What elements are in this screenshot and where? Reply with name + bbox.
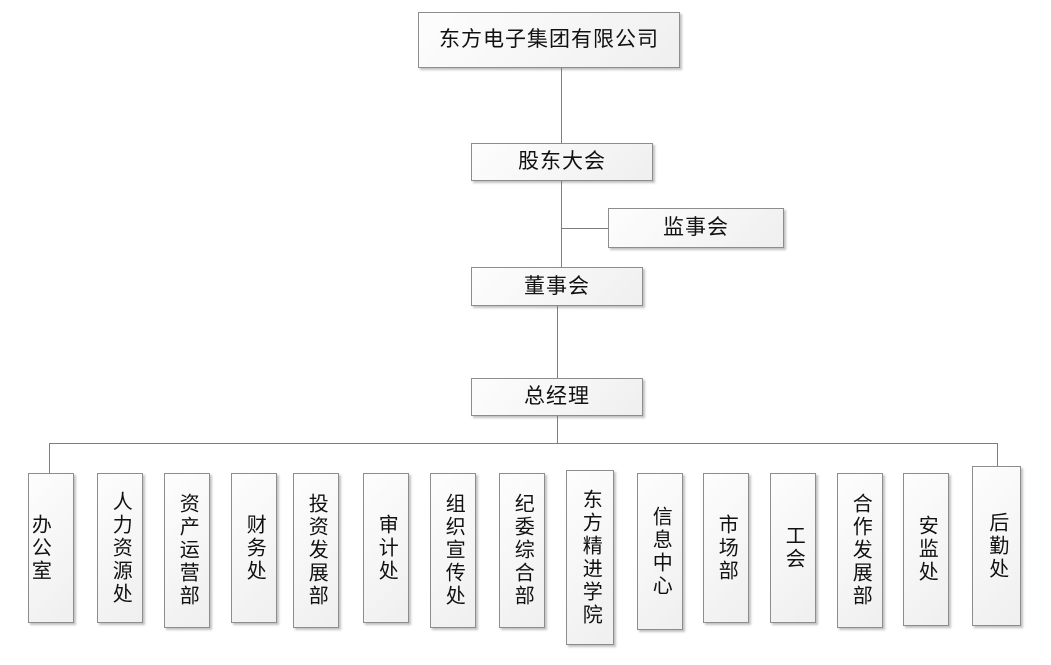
department-box[interactable]: 工会 xyxy=(770,473,816,623)
department-box[interactable]: 资产运营部 xyxy=(164,473,210,628)
connector-company-to-shareholders xyxy=(561,68,562,143)
department-box[interactable]: 市场部 xyxy=(703,473,749,623)
node-board[interactable]: 董事会 xyxy=(471,267,643,306)
department-box[interactable]: 财务处 xyxy=(231,473,277,623)
node-company[interactable]: 东方电子集团有限公司 xyxy=(418,12,680,68)
department-box[interactable]: 合作发展部 xyxy=(837,473,883,628)
connector-board-to-general-manager xyxy=(557,306,558,378)
department-box[interactable]: 后勤处 xyxy=(972,466,1021,626)
connector-general-manager-drop xyxy=(557,416,558,443)
connector-shareholders-to-supervisors-stub xyxy=(561,228,608,229)
department-box[interactable]: 安监处 xyxy=(903,473,949,626)
node-supervisors[interactable]: 监事会 xyxy=(608,208,784,248)
connector-department-bus xyxy=(49,443,997,444)
department-box[interactable]: 审计处 xyxy=(363,473,409,623)
connector-shareholders-to-board xyxy=(561,181,562,267)
node-shareholders[interactable]: 股东大会 xyxy=(471,143,653,181)
department-box[interactable]: 人力资源处 xyxy=(97,473,143,623)
department-box[interactable]: 纪委综合部 xyxy=(499,473,545,628)
connector-bus-to-last-department xyxy=(997,443,998,466)
department-box[interactable]: 办公室 xyxy=(28,473,74,623)
department-box[interactable]: 投资发展部 xyxy=(293,473,339,628)
connector-bus-to-first-department xyxy=(49,443,50,473)
node-general-manager[interactable]: 总经理 xyxy=(471,378,643,416)
department-box[interactable]: 东方精进学院 xyxy=(566,470,614,645)
department-box[interactable]: 组织宣传处 xyxy=(430,473,476,628)
department-box[interactable]: 信息中心 xyxy=(637,473,683,630)
